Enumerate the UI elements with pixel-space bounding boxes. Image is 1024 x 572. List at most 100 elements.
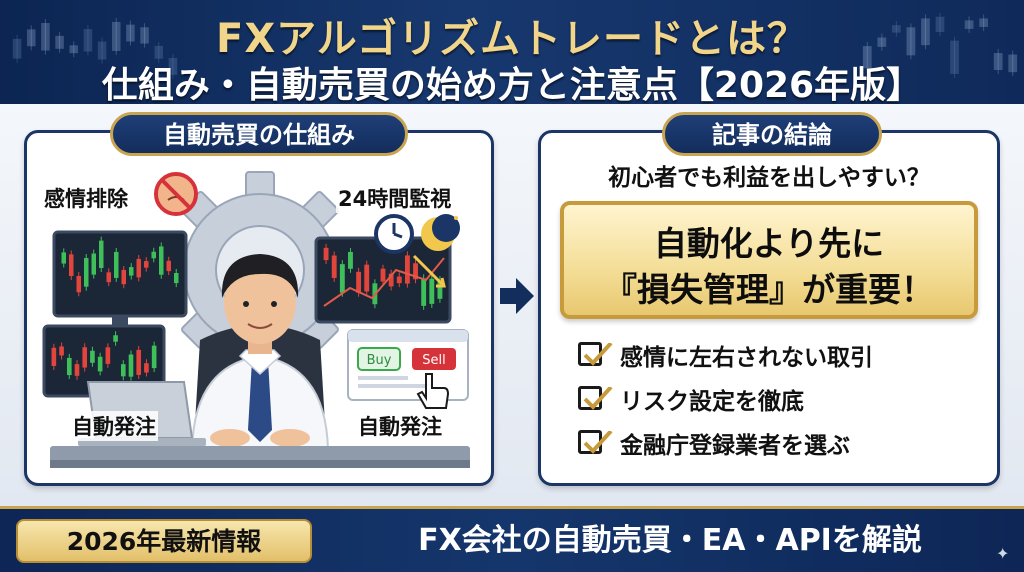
checklist-text: リスク設定を徹底: [620, 389, 804, 415]
checkbox-icon: [578, 386, 613, 410]
candle-body: [380, 268, 386, 282]
candle-body: [404, 255, 410, 284]
candle-body: [339, 264, 345, 293]
candle-body: [323, 247, 329, 261]
clock-icon: [374, 214, 414, 254]
emotion-removal-label: 感情排除: [42, 183, 130, 213]
candle-body: [144, 261, 149, 268]
candle-body: [66, 357, 72, 376]
candle-body: [51, 347, 57, 366]
checklist-text: 感情に左右されない取引: [620, 345, 873, 371]
footer-caption: FX会社の自動売買・EA・APIを解説: [418, 523, 922, 558]
header-candlestick-decoration: [12, 12, 1018, 79]
candle-body: [55, 35, 64, 49]
candle-body: [168, 57, 178, 75]
buy-button: [357, 347, 401, 371]
candle-body: [59, 346, 64, 356]
candle-body: [69, 254, 74, 277]
candle-body: [112, 21, 121, 51]
conclusion-highlight-box: 自動化より先に 『損失管理』が重要！: [560, 201, 978, 319]
page-subtitle: 仕組み・自動売買の始め方と注意点【2026年版】: [101, 65, 923, 104]
candle-body: [159, 246, 164, 275]
candle-body: [950, 40, 959, 74]
candle-body: [113, 335, 118, 342]
conclusion-tag: 記事の結論: [662, 112, 882, 156]
moon-icon: [421, 214, 460, 251]
buy-button-label: Buy: [367, 353, 392, 368]
candle-body: [99, 240, 104, 269]
checkbox-icon: [578, 342, 613, 366]
candle-body: [83, 29, 93, 52]
header-banner: FXアルゴリズムトレードとは？ 仕組み・自動売買の始め方と注意点【2026年版】: [0, 0, 1024, 104]
mechanism-tag: 自動売買の仕組み: [110, 112, 408, 156]
conclusion-question: 初心者でも利益を出しやすい？: [608, 165, 930, 191]
chart-monitor-left: [52, 230, 188, 326]
candle-body: [364, 264, 370, 292]
candle-body: [151, 251, 156, 259]
candle-body: [348, 251, 353, 269]
latest-info-badge: 2026年最新情報: [16, 519, 312, 563]
candle-body: [964, 20, 974, 29]
auto-order-label-left: 自動発注: [70, 411, 158, 441]
candle-body: [166, 260, 171, 272]
candle-body: [154, 45, 163, 59]
sell-button-label: Sell: [422, 353, 445, 368]
candle-body: [174, 272, 179, 284]
candle-body: [41, 23, 50, 51]
candle-body: [120, 364, 126, 377]
candle-body: [144, 363, 149, 373]
candle-body: [84, 258, 89, 287]
candle-body: [429, 278, 435, 304]
candle-body: [126, 24, 135, 42]
candle-body: [136, 349, 142, 375]
candle-body: [90, 350, 95, 363]
candle-body: [69, 45, 78, 54]
candle-body: [97, 41, 107, 60]
order-window: Buy Sell: [347, 329, 469, 409]
candle-body: [396, 276, 402, 284]
candle-body: [128, 354, 134, 377]
footer-banner: 2026年最新情報 FX会社の自動売買・EA・APIを解説: [0, 506, 1024, 572]
candle-body: [91, 253, 96, 275]
trader-person: [190, 254, 330, 451]
candle-body: [331, 255, 337, 278]
candle-body: [136, 258, 141, 278]
candle-body: [413, 263, 418, 280]
conclusion-line1: 自動化より先に: [653, 224, 885, 263]
candle-body: [27, 29, 36, 47]
no-emotion-icon: [154, 172, 198, 216]
candle-body: [97, 356, 103, 372]
candle-body: [151, 345, 157, 369]
conclusion-line2: 『損失管理』が重要！: [604, 270, 934, 309]
sparkle-icon: ✦: [996, 544, 1010, 563]
checkbox-icon: [578, 430, 613, 454]
monitoring-label: 24時間監視: [336, 183, 454, 213]
candle-body: [129, 267, 134, 276]
candle-body: [993, 53, 1003, 71]
page-title: FXアルゴリズムトレードとは？: [216, 16, 808, 62]
candle-body: [892, 25, 901, 33]
sell-button: [412, 348, 456, 370]
trader-illustration: Buy Sell: [42, 171, 470, 468]
candle-body: [356, 271, 362, 293]
candle-body: [921, 18, 930, 46]
candle-body: [979, 18, 988, 27]
candle-body: [106, 272, 111, 283]
candle-body: [74, 364, 80, 376]
candle-body: [12, 38, 22, 59]
candle-body: [421, 278, 427, 306]
header-candles-left: [12, 17, 178, 79]
candle-body: [76, 275, 81, 293]
arrow-right-icon: [500, 278, 534, 314]
header-candles-right: [862, 12, 1018, 78]
candle-body: [388, 273, 394, 287]
candle-body: [862, 46, 872, 69]
candle-body: [105, 347, 111, 364]
hand-cursor-icon: [416, 373, 450, 409]
candle-body: [1008, 54, 1018, 73]
candle-body: [437, 280, 443, 299]
candle-body: [140, 27, 149, 44]
candle-body: [906, 27, 916, 56]
candle-body: [82, 347, 88, 368]
auto-order-label-right: 自動発注: [356, 411, 444, 441]
